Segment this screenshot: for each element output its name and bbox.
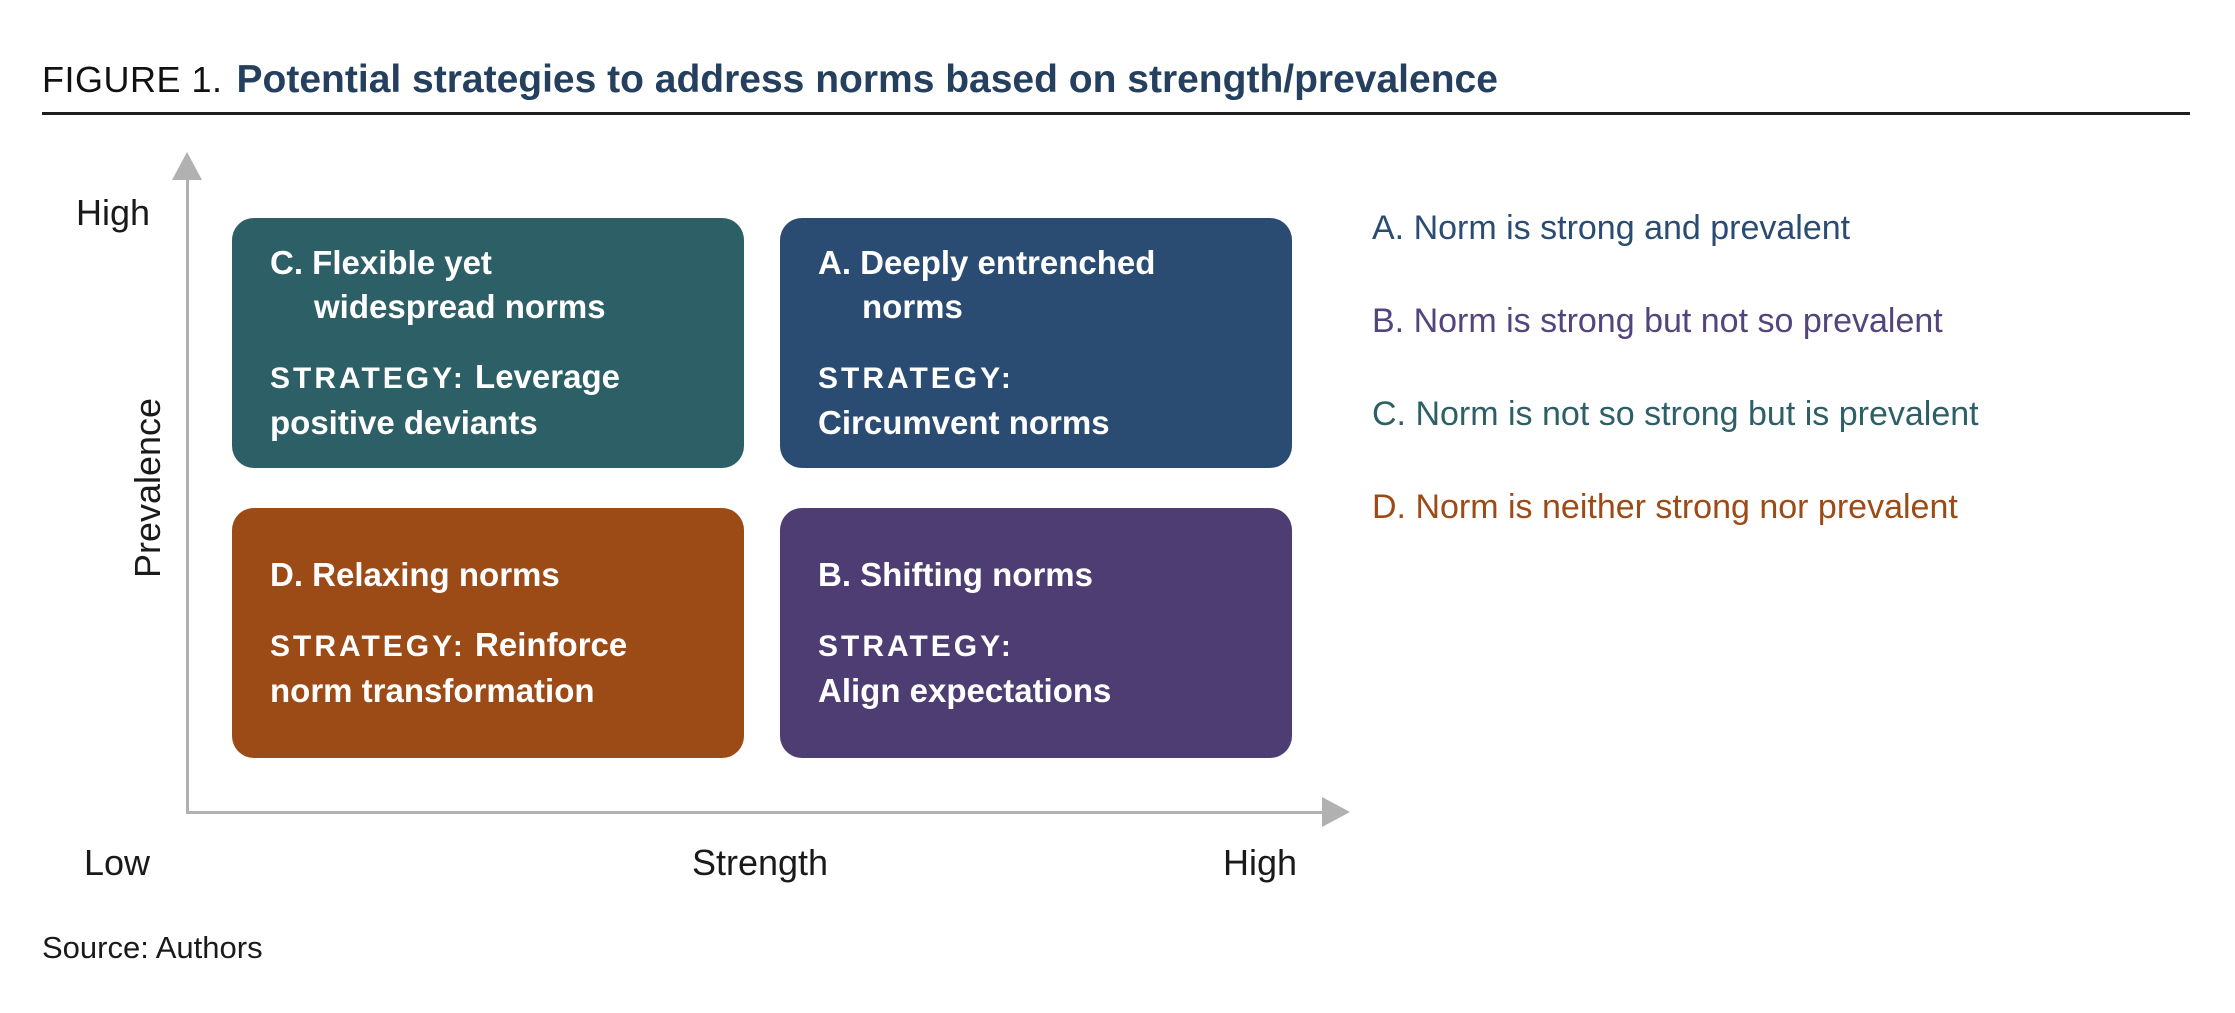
quadrant-d-relaxing-norms: D. Relaxing norms STRATEGY: Reinforce no…: [232, 508, 744, 758]
quadrant-strategy: STRATEGY: Align expectations: [818, 630, 1112, 709]
quadrant-title: D. Relaxing norms: [270, 556, 560, 593]
y-axis-title: Prevalence: [127, 397, 168, 579]
legend-item-a: A. Norm is strong and prevalent: [1372, 209, 1851, 247]
quadrant-c-flexible-widespread: C. Flexible yet widespread norms STRATEG…: [232, 218, 744, 468]
title-divider-rule: [42, 112, 2190, 115]
y-axis-arrow-icon: [172, 152, 202, 180]
x-axis-high-label: High: [1222, 842, 1298, 883]
legend-item-b: B. Norm is strong but not so prevalent: [1372, 302, 1943, 340]
quadrant-b-shifting-norms: B. Shifting norms STRATEGY: Align expect…: [780, 508, 1292, 758]
quadrant-title: A. Deeply entrenched norms: [818, 244, 1156, 325]
y-axis-line: [186, 180, 189, 813]
x-axis-title: Strength: [691, 842, 829, 883]
quadrant-title: B. Shifting norms: [818, 556, 1093, 593]
figure-title: Potential strategies to address norms ba…: [236, 58, 1498, 101]
source-note: Source: Authors: [42, 930, 263, 965]
figure-heading: FIGURE 1. Potential strategies to addres…: [42, 58, 1498, 102]
strategy-label: STRATEGY:: [270, 362, 466, 395]
quadrant-strategy: STRATEGY: Leverage positive deviants: [270, 358, 620, 441]
x-axis-line: [186, 811, 1322, 814]
strategy-label: STRATEGY:: [270, 630, 466, 663]
quadrant-a-deeply-entrenched: A. Deeply entrenched norms STRATEGY: Cir…: [780, 218, 1292, 468]
quadrant-title: C. Flexible yet widespread norms: [270, 244, 606, 325]
figure-number-label: FIGURE 1.: [42, 59, 223, 100]
strategy-label: STRATEGY:: [818, 630, 1014, 663]
x-axis-arrow-icon: [1322, 797, 1350, 827]
y-axis-high-label: High: [76, 192, 151, 233]
quadrant-strategy: STRATEGY: Reinforce norm transformation: [270, 626, 628, 709]
legend-item-c: C. Norm is not so strong but is prevalen…: [1372, 395, 1979, 433]
quadrant-strategy: STRATEGY: Circumvent norms: [818, 362, 1110, 441]
strategy-label: STRATEGY:: [818, 362, 1014, 395]
legend-item-d: D. Norm is neither strong nor prevalent: [1372, 488, 1958, 526]
x-axis-low-label: Low: [84, 842, 151, 883]
